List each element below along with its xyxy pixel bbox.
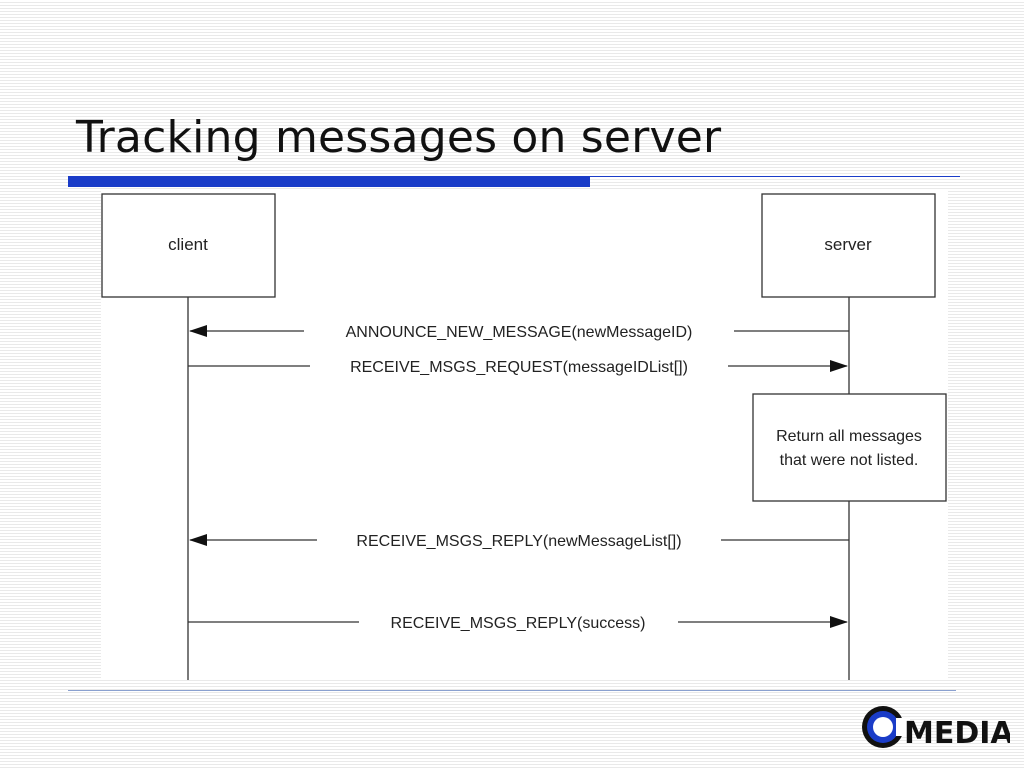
participant-server: server [761,193,936,298]
participant-label-server: server [824,235,872,254]
message-label: ANNOUNCE_NEW_MESSAGE(newMessageID) [346,324,693,341]
message-receive-msgs-reply-success: RECEIVE_MSGS_REPLY(success) [188,615,848,632]
cmedia-logo: MEDIA [862,706,1010,751]
message-receive-msgs-request: RECEIVE_MSGS_REQUEST(messageIDList[]) [188,359,848,376]
footer-divider [68,690,956,691]
message-announce-new-message: ANNOUNCE_NEW_MESSAGE(newMessageID) [189,324,849,341]
slide-title: Tracking messages on server [76,112,722,163]
title-underline-thin [590,176,960,177]
logo-text: MEDIA [904,716,1010,751]
message-label: RECEIVE_MSGS_REPLY(newMessageList[]) [356,533,681,550]
participant-label-client: client [168,235,208,254]
participant-client: client [101,193,276,298]
message-receive-msgs-reply-list: RECEIVE_MSGS_REPLY(newMessageList[]) [189,533,849,550]
server-note-line-1: Return all messages [776,428,922,445]
server-note-line-2: that were not listed. [780,452,919,469]
title-underline-thick [68,176,590,187]
message-label: RECEIVE_MSGS_REQUEST(messageIDList[]) [350,359,688,376]
server-note: Return all messages that were not listed… [752,393,947,502]
message-label: RECEIVE_MSGS_REPLY(success) [391,615,646,632]
